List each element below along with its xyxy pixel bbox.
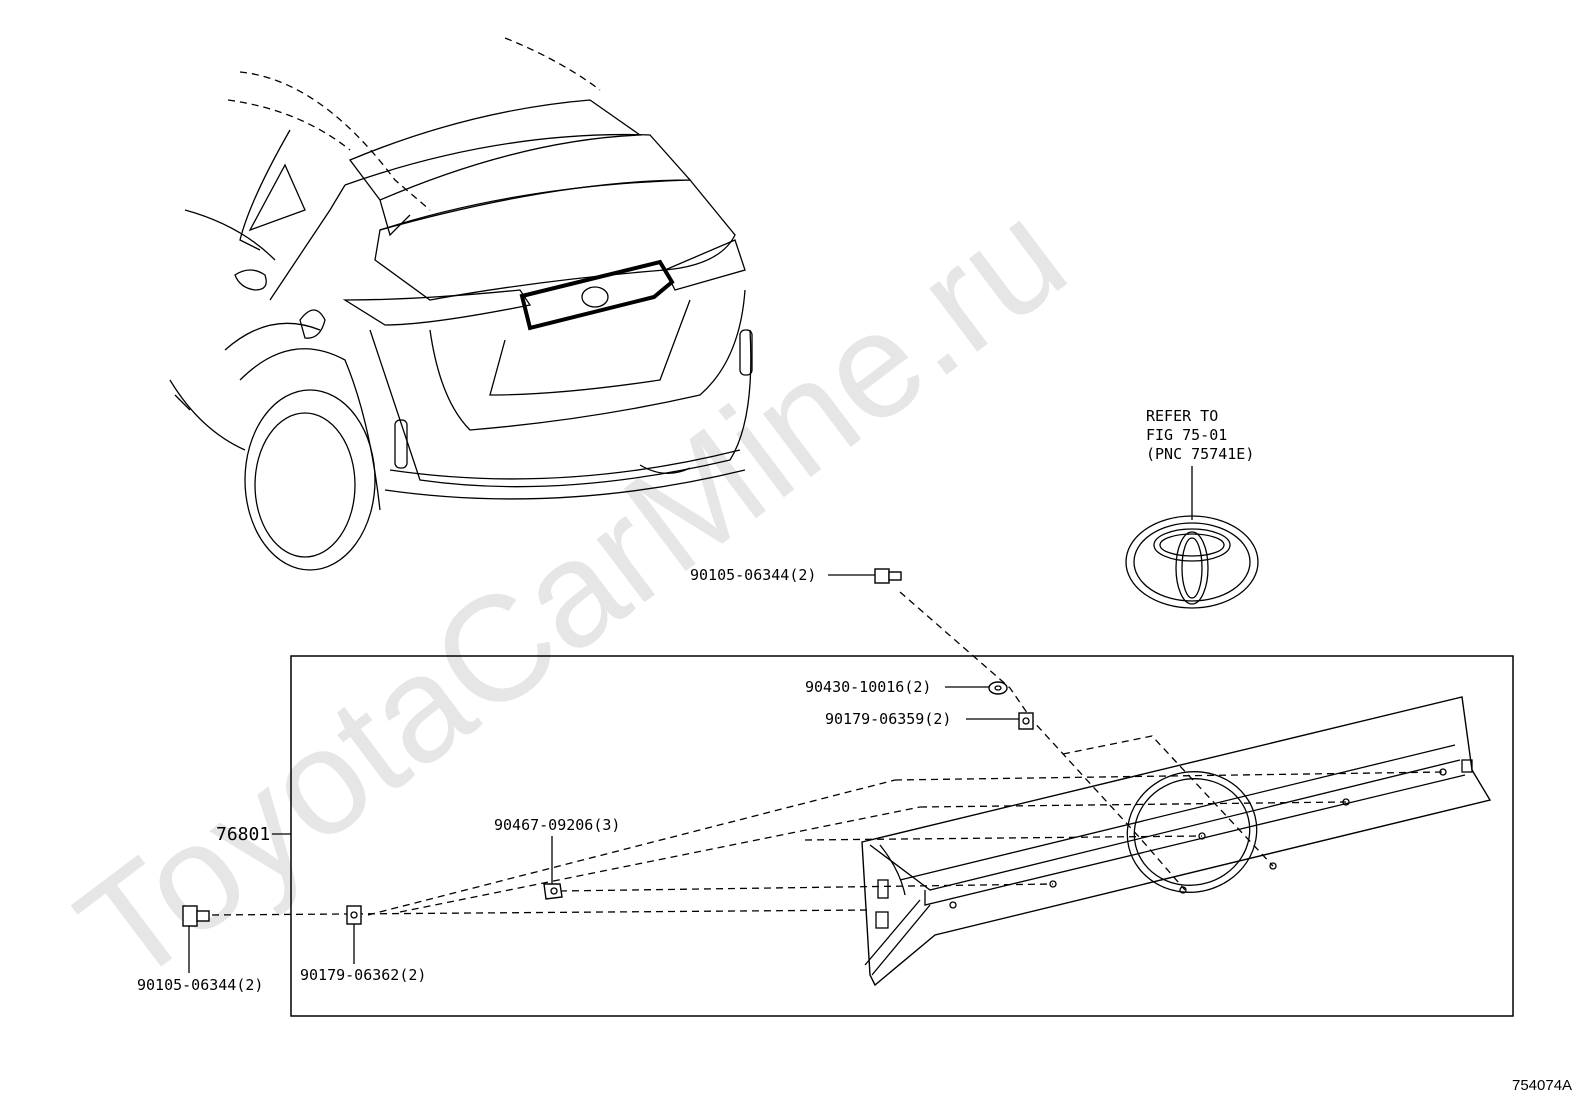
emblem-icon xyxy=(1125,515,1259,609)
part-number-bolt-top: 90105-06344(2) xyxy=(690,566,816,584)
part-number-assembly: 76801 xyxy=(216,824,270,845)
part-number-bolt-bottom: 90105-06344(2) xyxy=(137,976,263,994)
reference-line-1: REFER TO xyxy=(1146,407,1218,425)
label-bolt-top: 90105-06344(2) xyxy=(690,566,875,584)
nut-bottom-icon xyxy=(346,905,362,925)
part-number-nut-top: 90179-06359(2) xyxy=(825,710,951,728)
vehicle-rear-illustration xyxy=(169,37,753,571)
label-washer: 90430-10016(2) xyxy=(805,678,989,696)
label-bolt-bottom: 90105-06344(2) xyxy=(137,926,263,994)
label-assembly: 76801 xyxy=(216,824,291,845)
reference-callout: REFER TO FIG 75-01 (PNC 75741E) xyxy=(1146,407,1254,520)
bolt-bottom-icon xyxy=(182,905,210,927)
nut-top-icon xyxy=(1018,712,1034,730)
clip-icon xyxy=(543,883,563,900)
assembly-box xyxy=(290,655,1514,1017)
back-door-garnish xyxy=(861,696,1492,987)
figure-number: 754074A xyxy=(1512,1077,1572,1094)
label-nut-top: 90179-06359(2) xyxy=(825,710,1019,728)
reference-line-2: FIG 75-01 xyxy=(1146,426,1227,444)
bolt-top-icon xyxy=(874,568,902,584)
part-number-nut-bottom: 90179-06362(2) xyxy=(300,966,426,984)
label-clip: 90467-09206(3) xyxy=(494,816,620,884)
reference-line-3: (PNC 75741E) xyxy=(1146,445,1254,463)
washer-icon xyxy=(988,681,1008,695)
part-number-washer: 90430-10016(2) xyxy=(805,678,931,696)
part-number-clip: 90467-09206(3) xyxy=(494,816,620,834)
label-nut-bottom: 90179-06362(2) xyxy=(300,924,426,984)
